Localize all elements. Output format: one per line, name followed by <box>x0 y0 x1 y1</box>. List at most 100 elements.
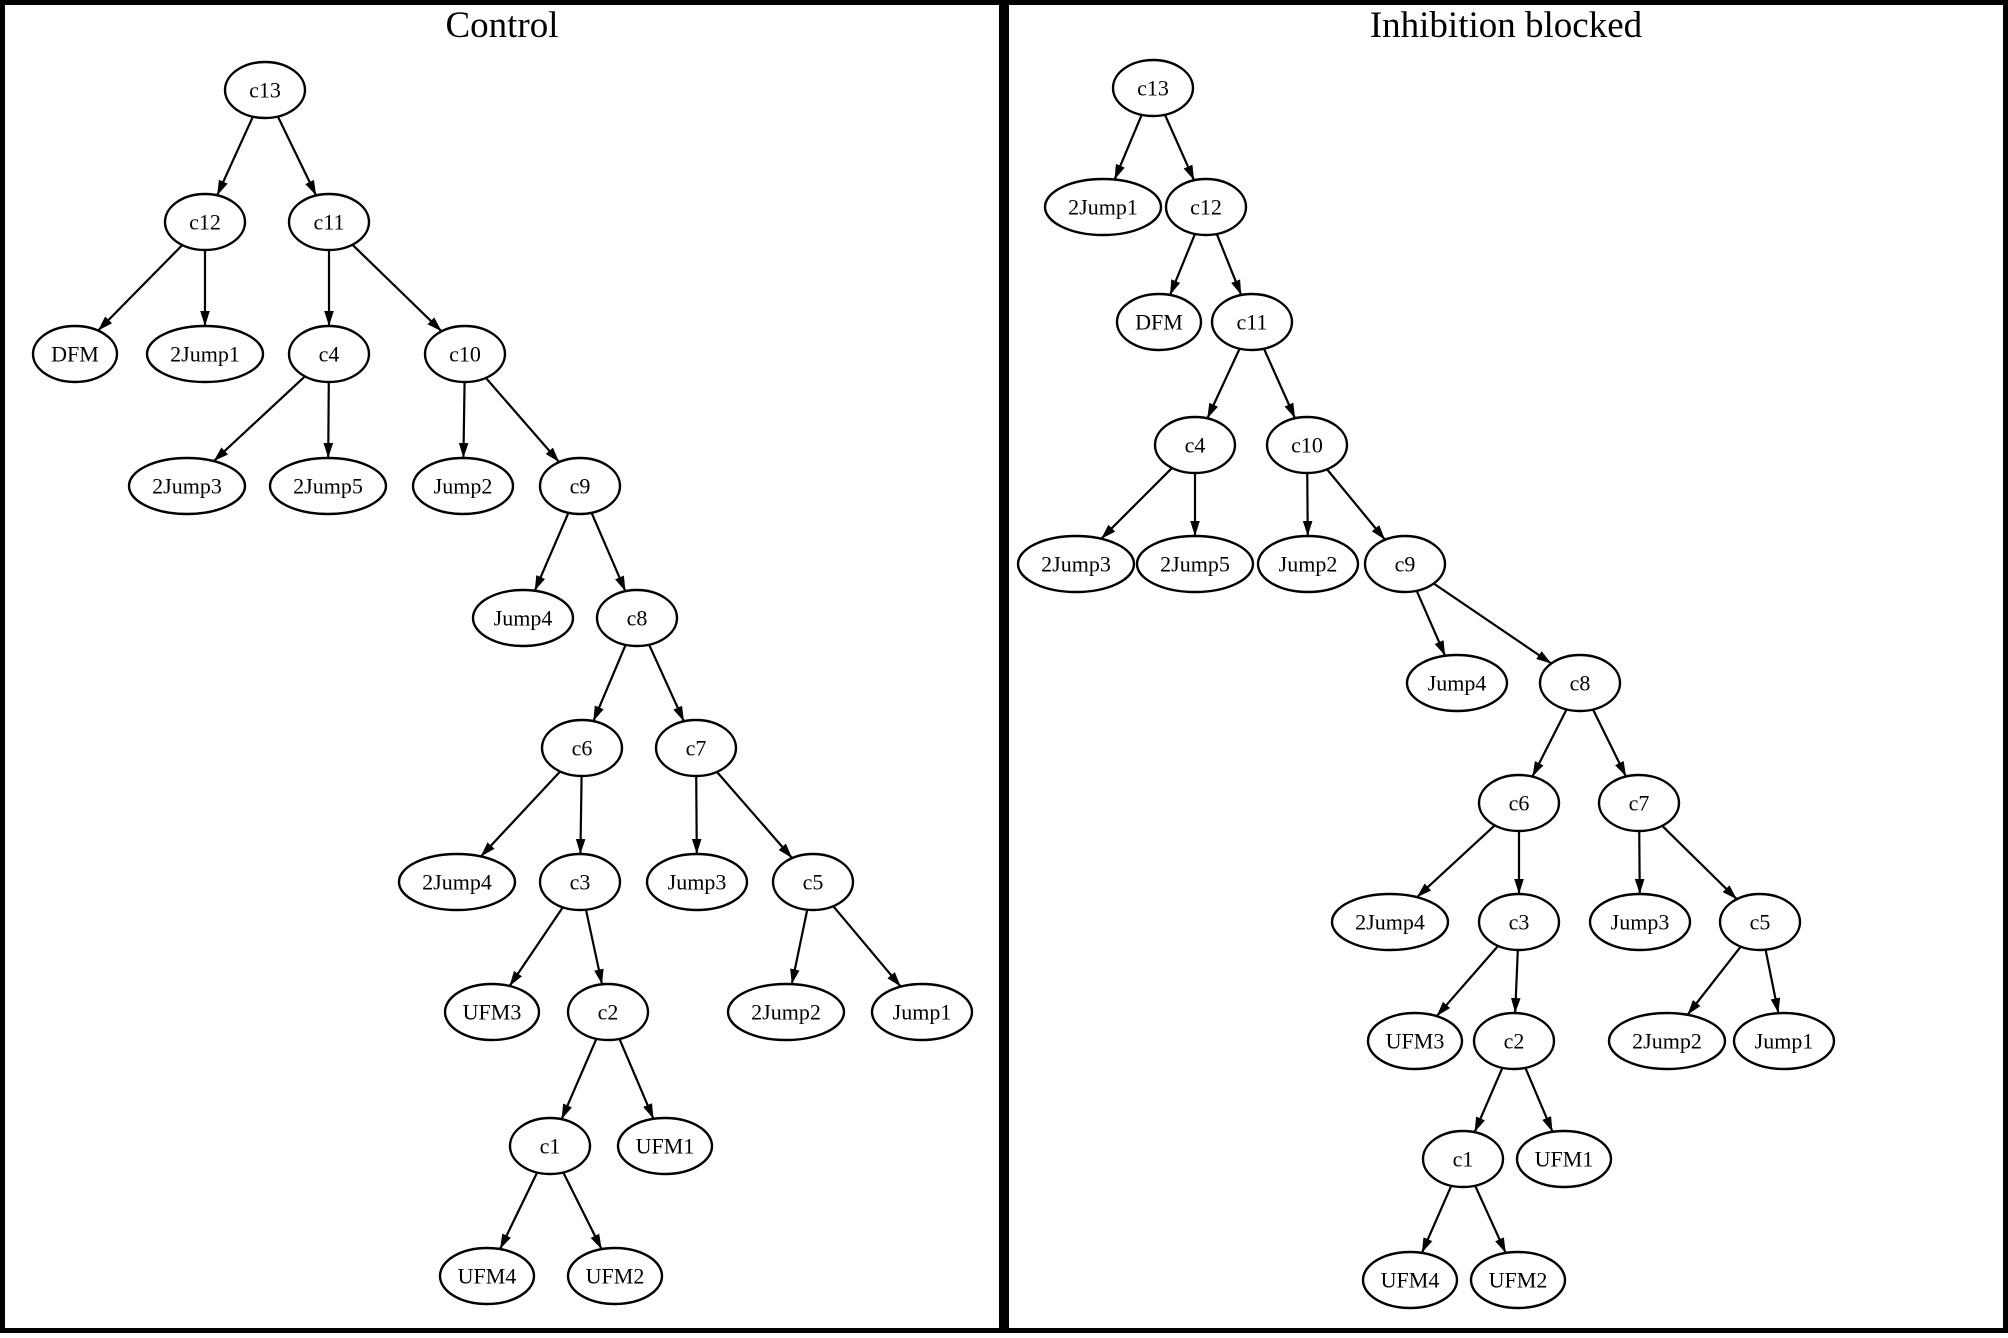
node-ellipse <box>538 456 622 516</box>
node-ellipse <box>1472 1011 1556 1071</box>
node-control-2Jump1: 2Jump1 <box>145 324 265 384</box>
node-ellipse <box>471 588 575 648</box>
edge-control-c2-UFM1 <box>618 1038 655 1120</box>
node-control-DFM: DFM <box>31 324 119 384</box>
node-inhibition-blocked-2Jump3: 2Jump3 <box>1016 534 1136 594</box>
panel-title-control: Control <box>445 5 558 46</box>
edge-control-c2-c1 <box>560 1038 598 1120</box>
node-label: 2Jump5 <box>293 474 363 499</box>
node-inhibition-blocked-Jump4: Jump4 <box>1405 653 1509 713</box>
node-label: Jump3 <box>1611 910 1670 935</box>
edge-control-c13-c12 <box>216 116 254 196</box>
node-ellipse <box>1265 415 1349 475</box>
node-ellipse <box>870 982 974 1042</box>
node-ellipse <box>616 1116 714 1176</box>
edge-inhibition-blocked-c9-c8 <box>1433 582 1552 665</box>
node-label: 2Jump2 <box>751 1000 821 1025</box>
node-ellipse <box>1210 292 1294 352</box>
node-label: c6 <box>1509 791 1530 816</box>
node-label: 2Jump2 <box>1632 1029 1702 1054</box>
node-inhibition-blocked-Jump2: Jump2 <box>1256 534 1360 594</box>
node-ellipse <box>566 982 650 1042</box>
node-inhibition-blocked-UFM2: UFM2 <box>1469 1250 1567 1310</box>
edge-inhibition-blocked-c1-UFM4 <box>1420 1185 1453 1254</box>
edge-control-c5-2Jump2 <box>790 909 809 985</box>
edge-inhibition-blocked-c5-Jump1 <box>1764 949 1781 1014</box>
node-label: c7 <box>686 736 707 761</box>
node-ellipse <box>1164 177 1248 237</box>
node-inhibition-blocked-2Jump5: 2Jump5 <box>1135 534 1255 594</box>
node-label: UFM2 <box>1489 1268 1548 1293</box>
edge-control-c6-2Jump4 <box>480 770 561 858</box>
node-ellipse <box>1597 773 1681 833</box>
node-ellipse <box>443 982 541 1042</box>
edge-inhibition-blocked-c6-2Jump4 <box>1416 824 1496 899</box>
node-control-Jump1: Jump1 <box>870 982 974 1042</box>
edge-inhibition-blocked-c2-c1 <box>1473 1067 1504 1133</box>
edge-inhibition-blocked-c9-Jump4 <box>1415 590 1447 657</box>
edge-inhibition-blocked-c10-Jump2 <box>1302 472 1313 537</box>
node-label: 2Jump4 <box>1355 910 1425 935</box>
node-ellipse <box>223 60 307 120</box>
edge-inhibition-blocked-c3-c2 <box>1511 949 1521 1014</box>
edge-control-c9-c8 <box>590 512 627 592</box>
node-control-c13: c13 <box>223 60 307 120</box>
node-control-c1: c1 <box>508 1116 592 1176</box>
node-label: UFM4 <box>458 1264 517 1289</box>
node-ellipse <box>1016 534 1136 594</box>
node-control-UFM1: UFM1 <box>616 1116 714 1176</box>
node-inhibition-blocked-DFM: DFM <box>1115 292 1203 352</box>
node-control-Jump3: Jump3 <box>645 852 749 912</box>
edge-control-c3-c2 <box>584 909 604 985</box>
edge-control-c11-c10 <box>351 243 443 333</box>
node-label: c3 <box>570 870 591 895</box>
node-ellipse <box>1538 653 1622 713</box>
node-ellipse <box>1363 534 1447 594</box>
node-control-Jump4: Jump4 <box>471 588 575 648</box>
node-label: c11 <box>1237 310 1268 335</box>
node-label: Jump1 <box>1755 1029 1814 1054</box>
edge-inhibition-blocked-c8-c7 <box>1592 708 1627 778</box>
edge-inhibition-blocked-c5-2Jump2 <box>1686 945 1742 1016</box>
edge-inhibition-blocked-c11-c10 <box>1262 348 1297 419</box>
node-ellipse <box>645 852 749 912</box>
node-label: c9 <box>1395 552 1416 577</box>
node-control-c4: c4 <box>287 324 371 384</box>
node-inhibition-blocked-c9: c9 <box>1363 534 1447 594</box>
node-label: c1 <box>1453 1147 1474 1172</box>
node-inhibition-blocked-2Jump2: 2Jump2 <box>1607 1011 1727 1071</box>
node-ellipse <box>397 852 517 912</box>
node-control-c2: c2 <box>566 982 650 1042</box>
node-inhibition-blocked-2Jump1: 2Jump1 <box>1043 177 1163 237</box>
node-label: c13 <box>249 78 281 103</box>
node-ellipse <box>411 456 515 516</box>
node-label: c8 <box>627 606 648 631</box>
edge-control-c8-c7 <box>648 644 685 722</box>
node-label: Jump2 <box>434 474 493 499</box>
node-inhibition-blocked-c11: c11 <box>1210 292 1294 352</box>
node-ellipse <box>1607 1011 1727 1071</box>
node-label: c12 <box>189 210 221 235</box>
node-control-c8: c8 <box>595 588 679 648</box>
node-ellipse <box>1515 1129 1613 1189</box>
node-label: UFM4 <box>1381 1268 1440 1293</box>
edge-inhibition-blocked-c3-UFM3 <box>1435 945 1499 1017</box>
node-label: c5 <box>1750 910 1771 935</box>
node-control-UFM3: UFM3 <box>443 982 541 1042</box>
edge-control-c6-c3 <box>575 775 586 855</box>
edge-control-c12-DFM <box>97 244 184 332</box>
node-control-c3: c3 <box>538 852 622 912</box>
panel-border-inhibition-blocked <box>1004 0 2008 1333</box>
edge-control-c4-2Jump5 <box>323 381 334 459</box>
node-inhibition-blocked-c6: c6 <box>1477 773 1561 833</box>
node-ellipse <box>1477 773 1561 833</box>
node-ellipse <box>438 1246 536 1306</box>
node-inhibition-blocked-c10: c10 <box>1265 415 1349 475</box>
node-control-c7: c7 <box>654 718 738 778</box>
node-label: UFM3 <box>463 1000 522 1025</box>
node-label: c12 <box>1190 195 1222 220</box>
node-label: Jump1 <box>893 1000 952 1025</box>
node-label: 2Jump1 <box>1068 195 1138 220</box>
node-control-Jump2: Jump2 <box>411 456 515 516</box>
